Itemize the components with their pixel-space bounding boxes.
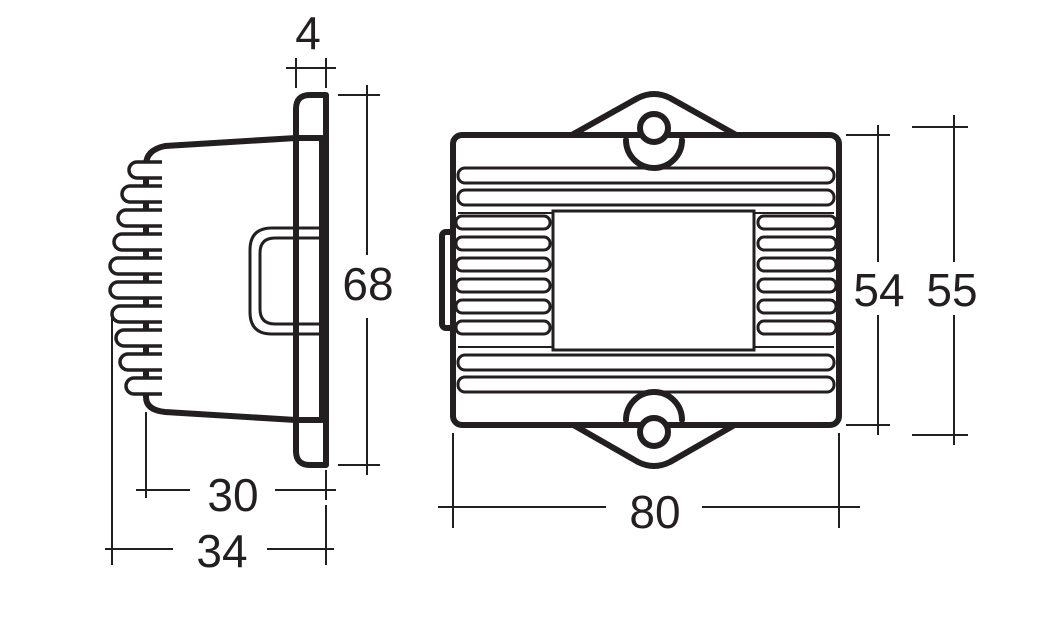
- side-view-flange: [293, 92, 329, 468]
- side-view: [108, 92, 329, 468]
- front-view-label-panel: [551, 209, 756, 352]
- front-view-ribs: [454, 166, 838, 394]
- front-view: [439, 91, 842, 469]
- dimension-overall-height: 55: [912, 115, 978, 445]
- label-overall-depth: 34: [196, 525, 247, 577]
- dimension-overall-depth: 34: [105, 318, 334, 577]
- label-overall-height: 55: [926, 264, 977, 316]
- label-housing-height: 54: [853, 264, 904, 316]
- bottom-mounting-hole-icon: [637, 415, 671, 449]
- dimension-flange-thickness: 4: [286, 7, 336, 88]
- side-view-connector: [248, 226, 322, 336]
- dimension-housing-width: 80: [438, 433, 860, 538]
- top-mounting-hole-icon: [637, 111, 671, 145]
- label-body-depth: 30: [207, 469, 258, 521]
- label-housing-width: 80: [629, 486, 680, 538]
- side-view-fins: [108, 160, 162, 396]
- label-flange-thickness: 4: [295, 7, 321, 59]
- label-side-height: 68: [342, 258, 393, 310]
- dimension-side-height: 68: [338, 85, 394, 475]
- dimension-housing-height: 54: [846, 125, 905, 435]
- side-view-body: [143, 135, 299, 423]
- dimension-body-depth: 30: [136, 412, 336, 521]
